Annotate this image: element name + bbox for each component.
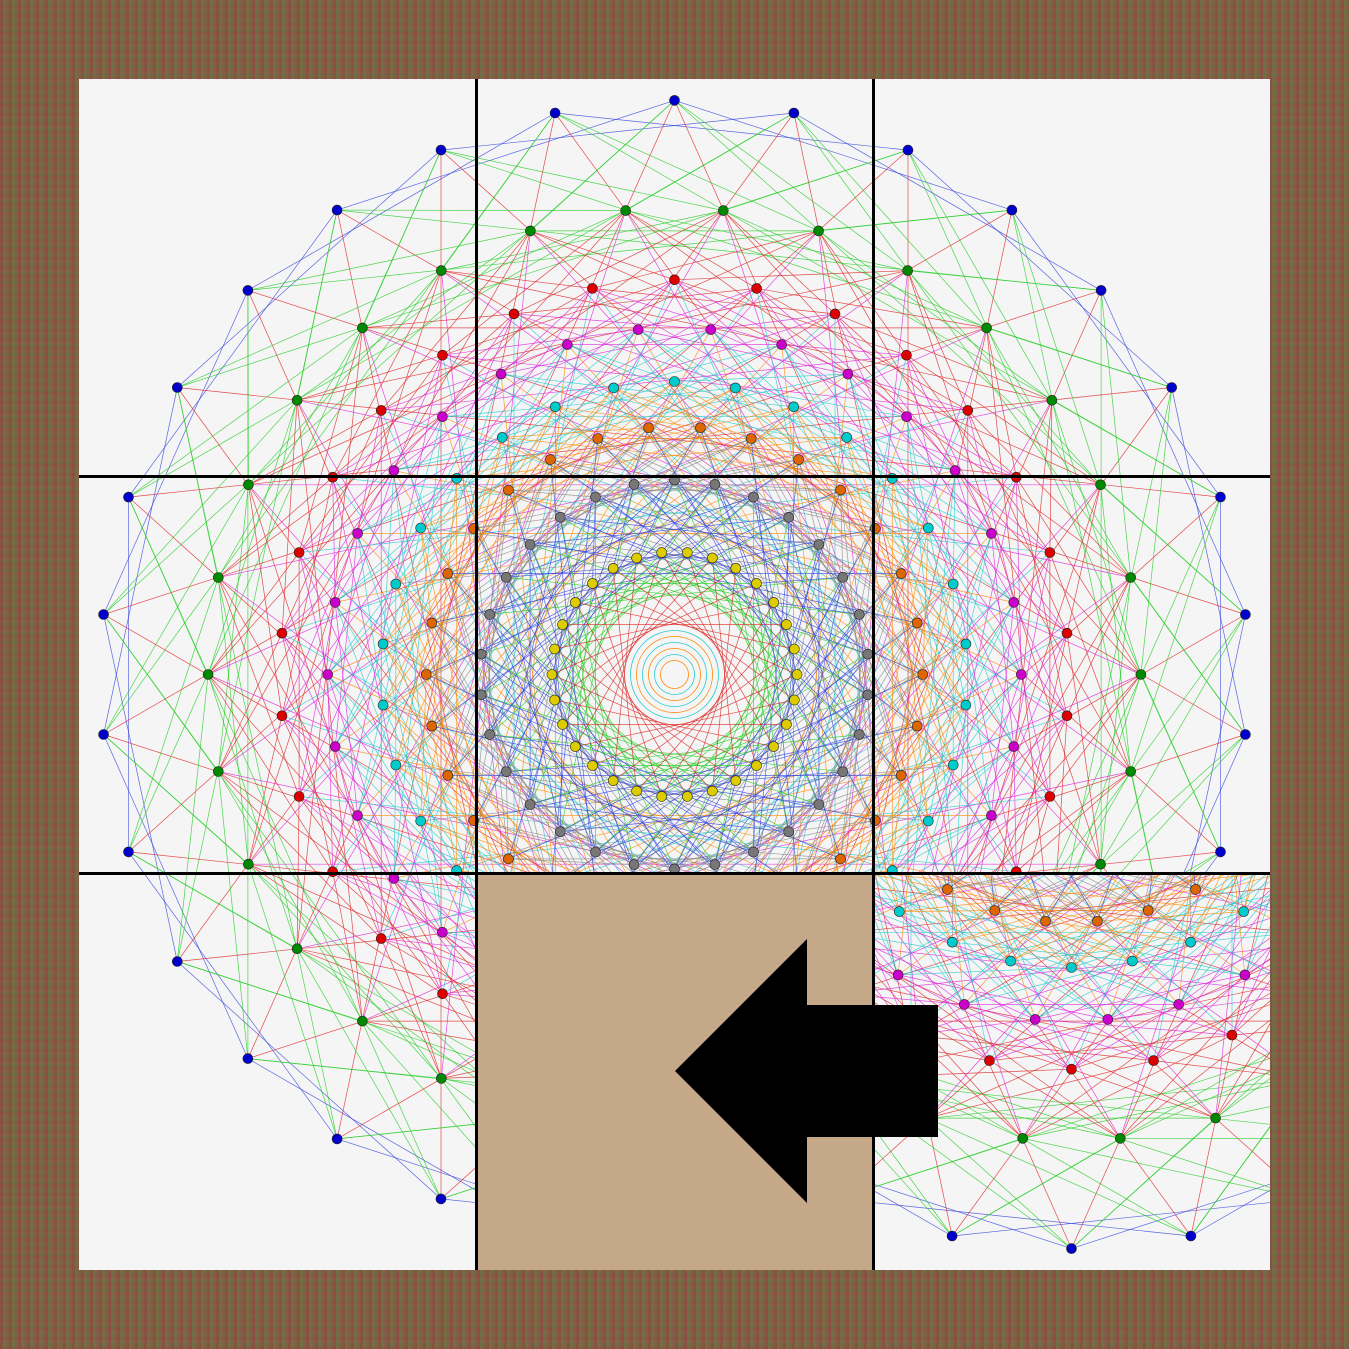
puzzle-board bbox=[79, 79, 1270, 1270]
puzzle-tile-7[interactable] bbox=[79, 873, 476, 1270]
puzzle-tile-4[interactable] bbox=[79, 476, 476, 873]
grid-line-horizontal-1 bbox=[79, 475, 1270, 478]
empty-tile-slot bbox=[476, 873, 873, 1270]
grid-line-vertical-2 bbox=[872, 79, 875, 1270]
puzzle-tile-8[interactable] bbox=[873, 873, 1270, 1270]
puzzle-tile-5[interactable] bbox=[476, 476, 873, 873]
grid-line-horizontal-2 bbox=[79, 872, 1270, 875]
puzzle-tile-1[interactable] bbox=[79, 79, 476, 476]
puzzle-tile-3[interactable] bbox=[873, 79, 1270, 476]
puzzle-tile-2[interactable] bbox=[476, 79, 873, 476]
puzzle-tile-6[interactable] bbox=[873, 476, 1270, 873]
grid-line-vertical-1 bbox=[475, 79, 478, 1270]
